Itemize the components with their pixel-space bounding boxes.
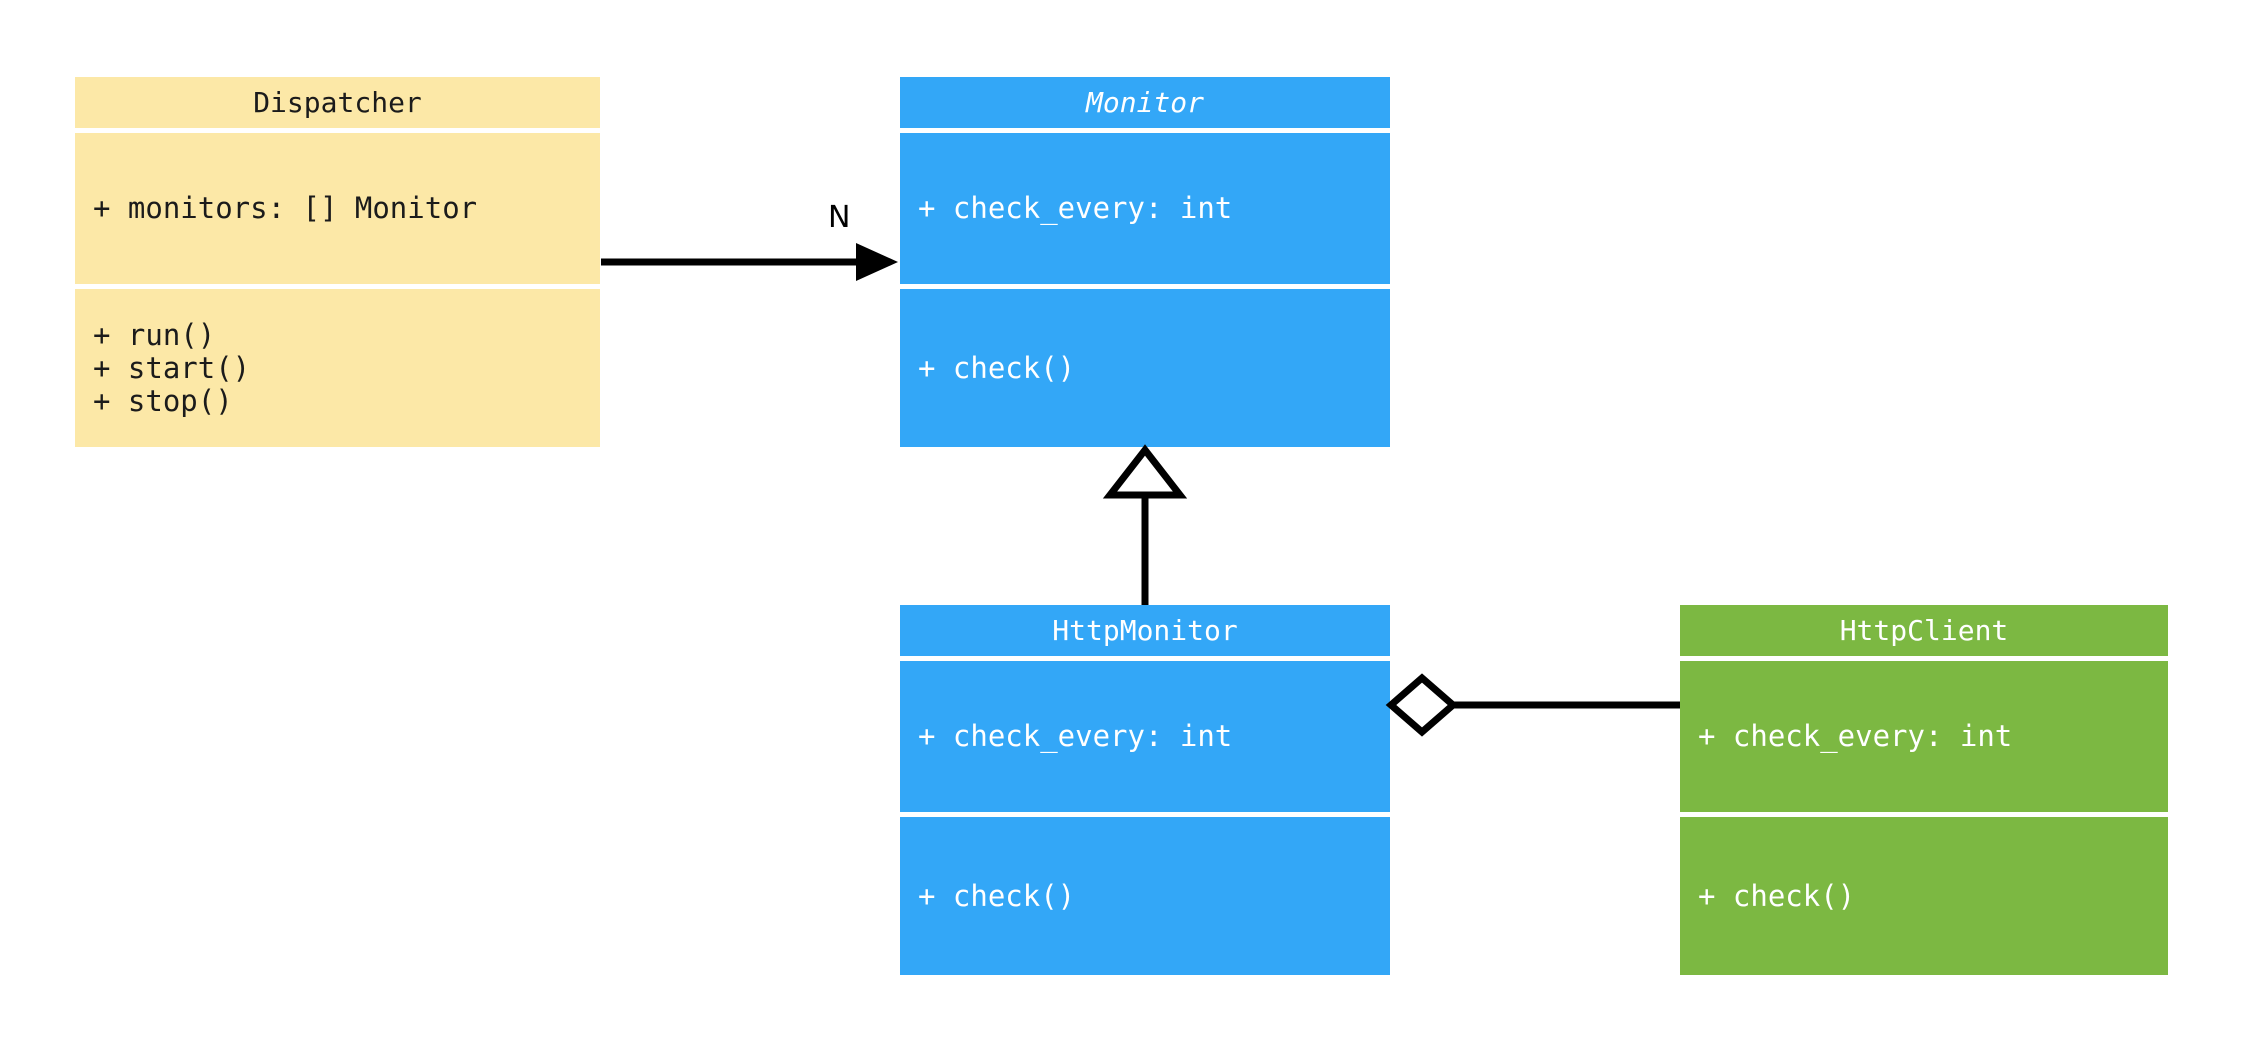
class-methods-compartment-monitor: + check() [900, 289, 1390, 447]
association-dispatcher-to-monitor [601, 243, 898, 281]
class-attributes-compartment-monitor: + check_every: int [900, 133, 1390, 284]
hollow-diamond-arrowhead-icon [1385, 673, 1459, 737]
attribute-row: + check_every: int [918, 719, 1233, 753]
method-row: + check() [918, 350, 1076, 385]
class-title-compartment-http-client: HttpClient [1680, 605, 2168, 656]
class-title-compartment-dispatcher: Dispatcher [75, 77, 600, 128]
edge-label-multiplicity-n: N [828, 200, 851, 235]
class-name-monitor: Monitor [1085, 86, 1204, 119]
hollow-triangle-arrowhead-icon [1102, 444, 1188, 499]
attribute-row: + check_every: int [1698, 719, 2013, 753]
class-box-http-client[interactable]: HttpClient + check_every: int + check() [1680, 605, 2168, 975]
method-row: + check() [918, 878, 1076, 913]
class-attributes-compartment-http-monitor: + check_every: int [900, 661, 1390, 812]
class-name-http-monitor: HttpMonitor [1052, 614, 1238, 647]
method-row: + start() [93, 350, 251, 385]
aggregation-http-monitor-to-http-client [1385, 673, 1680, 737]
class-attributes-compartment-http-client: + check_every: int [1680, 661, 2168, 812]
class-name-http-client: HttpClient [1839, 614, 2009, 647]
class-methods-compartment-http-client: + check() [1680, 817, 2168, 975]
class-box-monitor[interactable]: Monitor + check_every: int + check() [900, 77, 1390, 447]
attribute-row: + monitors: [] Monitor [93, 191, 478, 225]
class-methods-compartment-http-monitor: + check() [900, 817, 1390, 975]
method-row: + check() [1698, 878, 1856, 913]
filled-arrowhead-icon [856, 243, 898, 281]
method-row: + stop() [93, 383, 233, 418]
class-attributes-compartment-dispatcher: + monitors: [] Monitor [75, 133, 600, 284]
class-box-http-monitor[interactable]: HttpMonitor + check_every: int + check() [900, 605, 1390, 975]
class-methods-compartment-dispatcher: + run() + start() + stop() [75, 289, 600, 447]
class-box-dispatcher[interactable]: Dispatcher + monitors: [] Monitor + run(… [75, 77, 600, 447]
generalization-http-monitor-to-monitor [1102, 444, 1188, 605]
class-name-dispatcher: Dispatcher [253, 86, 422, 119]
attribute-row: + check_every: int [918, 191, 1233, 225]
class-title-compartment-monitor: Monitor [900, 77, 1390, 128]
method-row: + run() [93, 317, 216, 352]
class-title-compartment-http-monitor: HttpMonitor [900, 605, 1390, 656]
